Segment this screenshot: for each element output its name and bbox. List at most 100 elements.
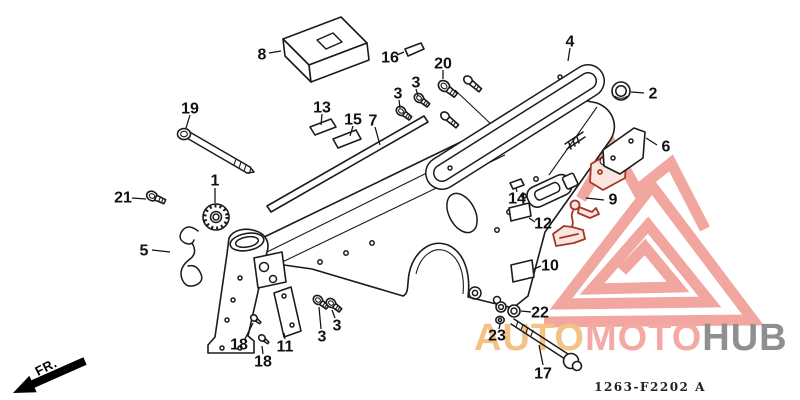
part-14-plate bbox=[509, 178, 525, 190]
bolt-3-bottom-b bbox=[325, 297, 343, 313]
part-11-plate bbox=[273, 286, 302, 338]
part-2-cap bbox=[611, 81, 631, 101]
callout-leader-14 bbox=[515, 187, 518, 193]
part-9-highlight bbox=[552, 199, 600, 247]
callout-layer: 1233334567891011121314151617181819202122… bbox=[114, 34, 670, 383]
part-6-notch bbox=[599, 156, 605, 166]
part-6-bracket bbox=[602, 127, 646, 175]
logo-triangle-spiral-icon bbox=[543, 176, 764, 328]
frame-artwork bbox=[145, 16, 646, 372]
bolt-3-top-b bbox=[395, 105, 413, 121]
callout-leader-22 bbox=[520, 310, 532, 313]
callout-leader-16 bbox=[396, 51, 405, 56]
part-21-bolt bbox=[145, 190, 167, 205]
screw-18-b bbox=[257, 334, 270, 345]
brand-hub: HUB bbox=[702, 317, 787, 359]
callout-3: 3 bbox=[394, 86, 403, 103]
callout-1: 1 bbox=[211, 173, 220, 190]
callout-15: 15 bbox=[344, 112, 362, 129]
shock-arch-inner bbox=[415, 249, 464, 295]
part-7-guide-strip bbox=[266, 115, 429, 213]
bolt-20 bbox=[437, 79, 459, 99]
callout-11: 11 bbox=[277, 339, 294, 356]
callout-leader-12 bbox=[528, 217, 536, 223]
callout-17: 17 bbox=[534, 366, 552, 383]
part-11-hole bbox=[289, 322, 295, 328]
callout-3: 3 bbox=[318, 329, 327, 346]
part-12-plate bbox=[508, 202, 532, 222]
part-9-latch bbox=[526, 172, 579, 208]
front-down-tube bbox=[207, 228, 269, 354]
callout-23: 23 bbox=[488, 328, 506, 345]
part-11-hole bbox=[281, 293, 287, 299]
part-8-box bbox=[282, 16, 370, 83]
part-6-hole bbox=[610, 155, 616, 161]
part-17-bolt bbox=[510, 318, 583, 372]
callout-16: 16 bbox=[381, 50, 399, 67]
part-16-plate bbox=[404, 42, 425, 57]
bolt-3-bottom-a bbox=[312, 294, 330, 310]
diagram-code: 1263-F2202 A bbox=[594, 380, 706, 394]
callout-leader-3 bbox=[331, 309, 336, 319]
callout-18: 18 bbox=[230, 337, 248, 354]
callout-2: 2 bbox=[649, 86, 658, 103]
engine-bracket bbox=[253, 251, 287, 289]
callout-18: 18 bbox=[254, 354, 272, 371]
part-6-hole bbox=[628, 138, 634, 144]
callout-9: 9 bbox=[609, 192, 618, 209]
bolt-3-top-a bbox=[413, 92, 431, 108]
brand-moto: MOTO bbox=[585, 317, 702, 359]
down-tube-holes bbox=[219, 275, 243, 351]
callout-8: 8 bbox=[258, 47, 267, 64]
rear-carrier bbox=[425, 64, 605, 190]
callout-leader-13 bbox=[320, 113, 323, 126]
callout-14: 14 bbox=[508, 191, 526, 208]
callout-leader-15 bbox=[349, 125, 354, 137]
carrier-studs bbox=[439, 75, 483, 129]
callout-22: 22 bbox=[531, 305, 549, 322]
callout-leader-9 bbox=[585, 197, 605, 201]
callout-leader-18 bbox=[261, 345, 264, 355]
callout-10: 10 bbox=[541, 258, 559, 275]
callout-leader-21 bbox=[131, 197, 147, 200]
part-5-hook bbox=[179, 226, 203, 287]
rear-stud bbox=[564, 131, 586, 150]
callout-leader-19 bbox=[185, 114, 191, 129]
callout-13: 13 bbox=[313, 100, 331, 117]
part-22-washer-nut bbox=[495, 301, 521, 318]
callout-7: 7 bbox=[369, 113, 378, 130]
part-1-grommet bbox=[202, 203, 230, 231]
callout-leader-3 bbox=[398, 99, 401, 109]
callout-leader-7 bbox=[374, 126, 381, 146]
callout-19: 19 bbox=[181, 101, 199, 118]
steering-head-bore bbox=[234, 235, 260, 249]
part-6-highlight-hole bbox=[597, 169, 603, 175]
callout-leader-4 bbox=[567, 47, 571, 62]
callout-leader-23 bbox=[498, 323, 501, 330]
watermark: AUTOMOTOHUB bbox=[474, 133, 788, 359]
callout-leader-18 bbox=[244, 322, 254, 340]
callout-6: 6 bbox=[662, 139, 671, 156]
callout-leader-8 bbox=[268, 50, 282, 54]
callout-leader-3 bbox=[318, 306, 322, 330]
callout-leader-3 bbox=[415, 88, 419, 97]
brand-wordmark: AUTOMOTOHUB bbox=[474, 317, 788, 359]
callout-3: 3 bbox=[333, 318, 342, 335]
callout-leader-17 bbox=[538, 344, 544, 366]
bracket-hole bbox=[268, 274, 278, 284]
callout-leader-10 bbox=[533, 265, 542, 270]
callout-leader-2 bbox=[630, 91, 645, 94]
callout-12: 12 bbox=[534, 216, 552, 233]
part-15-plate bbox=[332, 129, 362, 149]
callout-4: 4 bbox=[566, 34, 575, 51]
frame-oval-hole bbox=[446, 192, 478, 234]
callout-leader-5 bbox=[151, 249, 171, 253]
fr-arrow-icon bbox=[13, 357, 87, 393]
part-19-bolt bbox=[176, 127, 255, 175]
callout-5: 5 bbox=[140, 243, 149, 260]
part-10-plate bbox=[510, 259, 535, 283]
part-13-plate bbox=[309, 118, 337, 136]
screw-18-a bbox=[249, 314, 262, 325]
